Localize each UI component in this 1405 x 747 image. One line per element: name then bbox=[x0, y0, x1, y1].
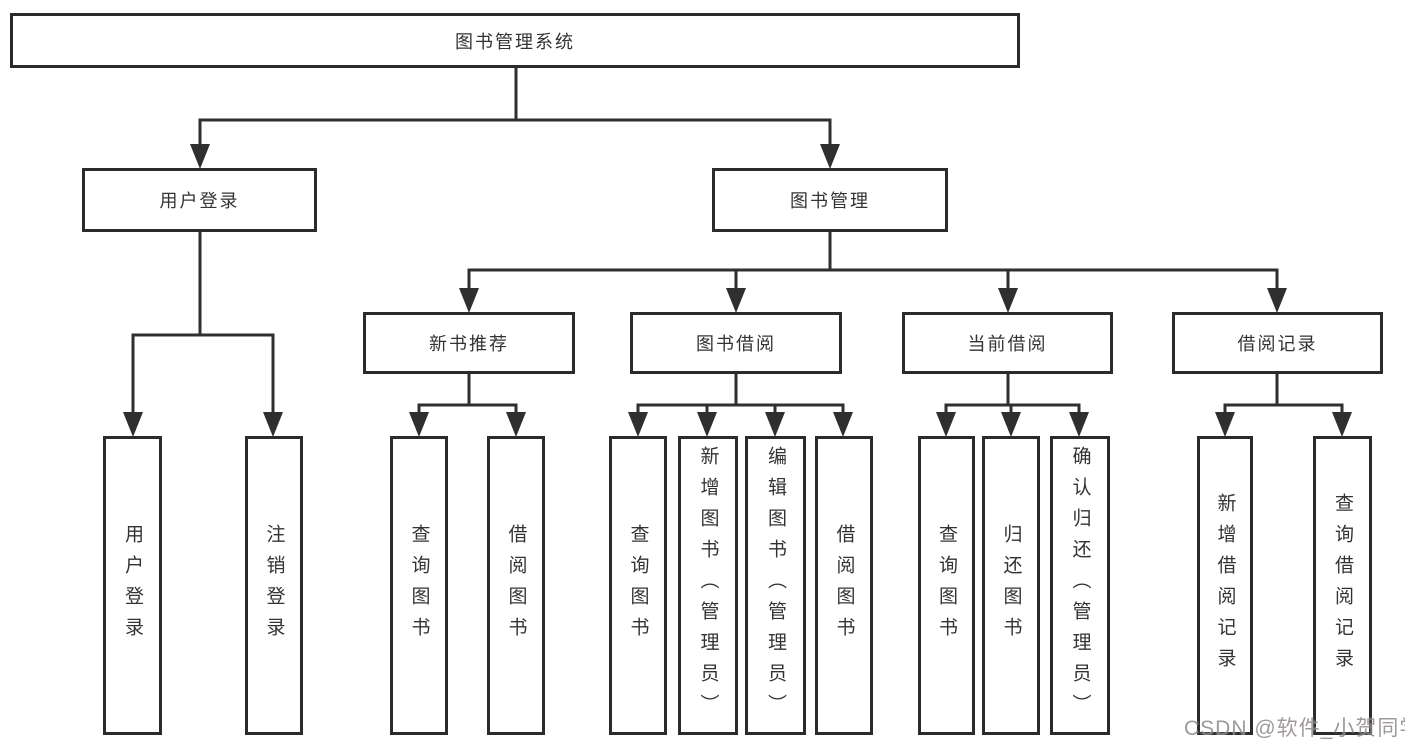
leaf-edit-book-admin-label: 编辑图书（管理员） bbox=[765, 446, 786, 725]
leaf-add-borrow-record-label: 新增借阅记录 bbox=[1214, 492, 1236, 679]
leaf-borrow-books-recommend-label: 借阅图书 bbox=[505, 523, 527, 648]
leaf-query-books-borrow: 查询图书 bbox=[609, 436, 667, 735]
leaf-query-books-borrow-label: 查询图书 bbox=[627, 523, 649, 648]
node-borrow-records: 借阅记录 bbox=[1172, 312, 1383, 374]
node-book-borrow-label: 图书借阅 bbox=[696, 334, 776, 354]
node-new-book-recommend-label: 新书推荐 bbox=[429, 334, 509, 354]
leaf-edit-book-admin: 编辑图书（管理员） bbox=[745, 436, 806, 735]
leaf-user-login-label: 用户登录 bbox=[122, 523, 143, 648]
leaf-confirm-return-admin: 确认归还（管理员） bbox=[1050, 436, 1110, 735]
leaf-return-book: 归还图书 bbox=[982, 436, 1040, 735]
node-book-management-label: 图书管理 bbox=[790, 191, 870, 211]
leaf-query-books-current: 查询图书 bbox=[918, 436, 975, 735]
leaf-borrow-books-recommend: 借阅图书 bbox=[487, 436, 545, 735]
node-borrow-records-label: 借阅记录 bbox=[1237, 334, 1318, 354]
leaf-logout: 注销登录 bbox=[245, 436, 303, 735]
leaf-query-books-recommend-label: 查询图书 bbox=[408, 523, 430, 648]
leaf-add-book-admin: 新增图书（管理员） bbox=[678, 436, 738, 735]
csdn-watermark: CSDN @软件_小贺同学 bbox=[1184, 717, 1405, 740]
leaf-borrow-books-label: 借阅图书 bbox=[833, 523, 855, 648]
node-new-book-recommend: 新书推荐 bbox=[363, 312, 575, 374]
leaf-borrow-books: 借阅图书 bbox=[815, 436, 873, 735]
node-current-borrow: 当前借阅 bbox=[902, 312, 1113, 374]
node-book-management: 图书管理 bbox=[712, 168, 948, 232]
leaf-query-books-current-label: 查询图书 bbox=[936, 523, 957, 648]
leaf-add-borrow-record: 新增借阅记录 bbox=[1197, 436, 1253, 735]
leaf-confirm-return-admin-label: 确认归还（管理员） bbox=[1069, 446, 1091, 725]
leaf-add-book-admin-label: 新增图书（管理员） bbox=[697, 446, 719, 725]
leaf-query-borrow-record-label: 查询借阅记录 bbox=[1332, 492, 1353, 679]
leaf-logout-label: 注销登录 bbox=[263, 523, 285, 648]
node-root-label: 图书管理系统 bbox=[455, 31, 575, 52]
node-user-login: 用户登录 bbox=[82, 168, 317, 232]
node-current-borrow-label: 当前借阅 bbox=[967, 334, 1048, 354]
leaf-return-book-label: 归还图书 bbox=[1000, 523, 1022, 648]
node-user-login-label: 用户登录 bbox=[159, 191, 240, 211]
leaf-query-borrow-record: 查询借阅记录 bbox=[1313, 436, 1372, 735]
node-book-borrow: 图书借阅 bbox=[630, 312, 842, 374]
leaf-user-login: 用户登录 bbox=[103, 436, 162, 735]
node-root: 图书管理系统 bbox=[10, 13, 1020, 68]
leaf-query-books-recommend: 查询图书 bbox=[390, 436, 448, 735]
